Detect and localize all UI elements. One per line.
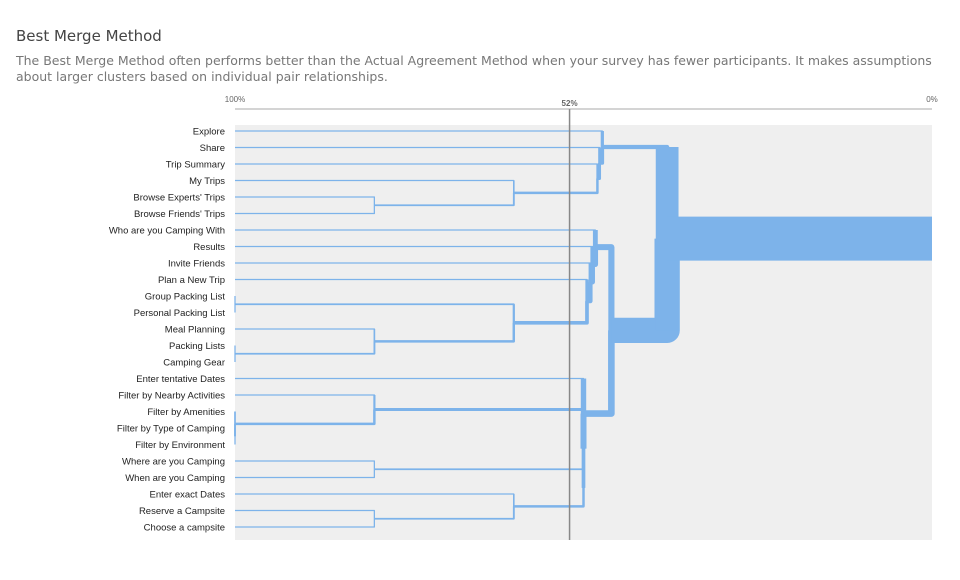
- leaf-label: Personal Packing List: [134, 308, 226, 319]
- leaf-label: Results: [193, 242, 225, 253]
- leaf-label: Where are you Camping: [122, 457, 225, 468]
- chart-description: The Best Merge Method often performs bet…: [16, 53, 932, 84]
- leaf-label: Choose a campsite: [144, 523, 225, 534]
- leaf-label: Enter exact Dates: [149, 490, 225, 501]
- leaf-label: Filter by Amenities: [147, 407, 225, 418]
- leaf-label: Enter tentative Dates: [136, 374, 225, 385]
- leaf-label: When are you Camping: [125, 473, 225, 484]
- leaf-label: Plan a New Trip: [158, 275, 225, 286]
- leaf-label: Explore: [193, 127, 225, 138]
- leaf-label: Who are you Camping With: [109, 226, 225, 237]
- axis-label-start: 100%: [225, 95, 245, 104]
- leaf-label: Filter by Nearby Activities: [118, 391, 225, 402]
- leaf-label: Packing Lists: [169, 341, 225, 352]
- leaf-label: Filter by Environment: [135, 440, 225, 451]
- axis-label-end: 0%: [926, 95, 938, 104]
- leaf-label: Browse Experts' Trips: [133, 193, 225, 204]
- leaf-label: Invite Friends: [168, 259, 225, 270]
- leaf-label: Meal Planning: [165, 325, 225, 336]
- leaf-label: Trip Summary: [166, 160, 226, 171]
- chart-title: Best Merge Method: [16, 27, 162, 45]
- leaf-label: Filter by Type of Camping: [117, 424, 225, 435]
- leaf-label: Browse Friends' Trips: [134, 209, 225, 220]
- axis-label-marker: 52%: [562, 99, 578, 108]
- leaf-label: Share: [200, 143, 225, 154]
- leaf-label: Group Packing List: [145, 292, 226, 303]
- leaf-label: My Trips: [189, 176, 225, 187]
- leaf-label: Camping Gear: [163, 358, 225, 369]
- dendrogram-links: [234, 130, 932, 528]
- leaf-label: Reserve a Campsite: [139, 506, 225, 517]
